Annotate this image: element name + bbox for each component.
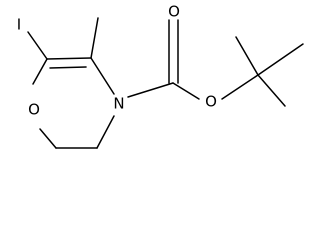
bond-c3-n4 xyxy=(96,115,115,149)
chemical-structure-diagram: I O N O O xyxy=(17,3,304,149)
bond-carbonyl-ester-o xyxy=(172,82,200,100)
bond-o1-c2 xyxy=(39,128,57,149)
bond-n4-c5 xyxy=(90,57,115,95)
bond-c5-methyl xyxy=(90,17,99,59)
bond-c6-iodine xyxy=(27,31,48,60)
ester-oxygen-label: O xyxy=(205,93,217,111)
bond-tbu-methyl-bottom xyxy=(257,74,286,107)
bond-tbu-methyl-right xyxy=(257,43,304,76)
bond-tbu-methyl-top xyxy=(235,36,259,76)
bond-c5-c6-inner xyxy=(49,66,87,69)
bond-c6-o1 xyxy=(32,58,48,85)
carbonyl-oxygen-label: O xyxy=(168,3,180,21)
ring-oxygen-label: O xyxy=(28,101,40,119)
bond-ester-o-tbu xyxy=(221,74,259,100)
iodine-atom-label: I xyxy=(17,16,21,34)
bond-c5-c6 xyxy=(46,57,92,60)
bond-n4-carbonyl xyxy=(127,82,174,98)
nitrogen-atom-label: N xyxy=(113,95,124,113)
